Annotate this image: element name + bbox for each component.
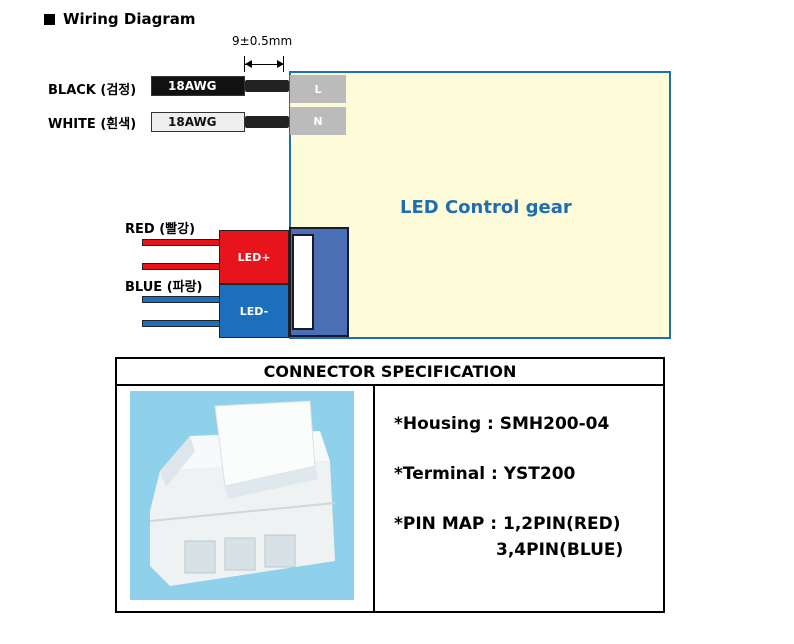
connector-housing-illustration <box>130 391 354 600</box>
spec-terminal: *Terminal : YST200 <box>394 464 576 484</box>
dimension-label: 9±0.5mm <box>232 34 293 48</box>
blue-wire-label: BLUE (파랑) <box>125 280 203 295</box>
terminal-l: L <box>290 75 346 103</box>
spec-pinmap-line1: *PIN MAP : 1,2PIN(RED) <box>394 514 621 534</box>
terminal-divider <box>290 103 346 107</box>
blue-wire-2 <box>142 320 220 327</box>
led-plus-block: LED+ <box>219 230 289 284</box>
black-wire-label: BLACK (검정) <box>48 83 137 98</box>
spec-housing: *Housing : SMH200-04 <box>394 414 610 434</box>
blue-wire-1 <box>142 296 220 303</box>
led-minus-block: LED- <box>219 284 289 338</box>
output-connector-slot <box>292 234 314 330</box>
heading-text: Wiring Diagram <box>63 10 196 28</box>
white-wire-gauge: 18AWG <box>151 112 245 132</box>
connector-photo <box>130 391 354 600</box>
connector-spec-table <box>115 357 665 613</box>
black-wire-gauge: 18AWG <box>151 76 245 96</box>
red-wire-label: RED (빨강) <box>125 222 196 237</box>
spec-pinmap-line2: 3,4PIN(BLUE) <box>496 540 624 560</box>
red-wire-2 <box>142 263 220 270</box>
spec-column-divider <box>373 386 375 611</box>
square-bullet-icon <box>44 13 55 25</box>
connector-spec-title: CONNECTOR SPECIFICATION <box>117 359 663 386</box>
control-gear-title: LED Control gear <box>400 197 572 218</box>
control-gear-box <box>289 71 671 339</box>
black-wire-stripped-end <box>245 80 289 92</box>
red-wire-1 <box>142 239 220 246</box>
dimension-arrow <box>245 64 283 65</box>
section-heading: Wiring Diagram <box>44 10 195 28</box>
dimension-arrowheads <box>245 60 284 68</box>
terminal-n: N <box>290 107 346 135</box>
white-wire-label: WHITE (흰색) <box>48 117 137 132</box>
dimension-tick-left <box>244 56 245 72</box>
white-wire-stripped-end <box>245 116 289 128</box>
